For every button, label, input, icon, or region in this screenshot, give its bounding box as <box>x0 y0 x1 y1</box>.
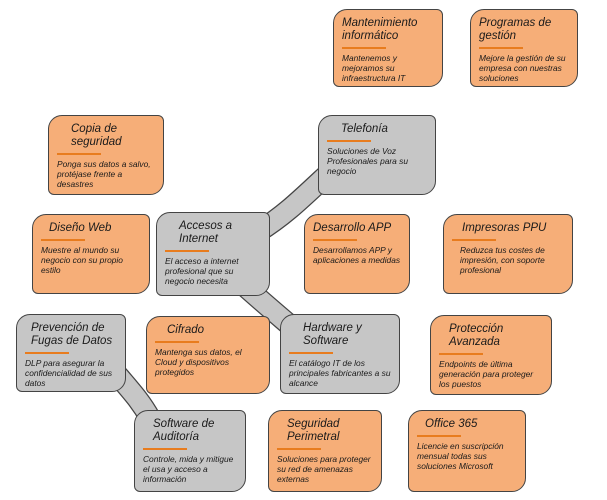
card-prevencion: Prevención de Fugas de Datos DLP para as… <box>16 314 126 392</box>
card-title: Desarrollo APP <box>313 222 392 234</box>
card-title: Office 365 <box>425 418 478 430</box>
card-hardware: Hardware y Software El catálogo IT de lo… <box>280 314 400 394</box>
card-desc: Desarrollamos APP y aplicaciones a medid… <box>313 245 401 265</box>
card-title: Protección Avanzada <box>449 323 504 348</box>
card-telefonia: Telefonía Soluciones de Voz Profesionale… <box>318 115 436 195</box>
card-desc: Mantenemos y mejoramos su infraestructur… <box>342 53 406 83</box>
card-title: Copia de seguridad <box>71 123 122 148</box>
card-title: Prevención de Fugas de Datos <box>31 322 113 347</box>
card-accent-bar <box>155 341 199 343</box>
card-accent-bar <box>41 239 85 241</box>
card-auditoria: Software de Auditoría Controle, mida y m… <box>134 410 246 492</box>
card-accent-bar <box>25 352 69 354</box>
card-programas: Programas de gestión Mejore la gestión d… <box>470 9 578 87</box>
card-desc: DLP para asegurar la confidencialidad de… <box>25 358 113 388</box>
card-title: Impresoras PPU <box>462 222 547 234</box>
card-accent-bar <box>479 47 523 49</box>
card-desc: Mantenga sus datos, el Cloud y dispositi… <box>155 347 242 377</box>
card-office: Office 365 Licencie en suscripción mensu… <box>408 410 526 492</box>
card-accent-bar <box>289 352 333 354</box>
card-proteccion: Protección Avanzada Endpoints de última … <box>430 315 552 395</box>
card-accesos: Accesos a Internet El acceso a internet … <box>156 212 270 296</box>
card-impresoras: Impresoras PPU Reduzca tus costes de imp… <box>443 214 573 294</box>
card-title: Cifrado <box>167 324 205 336</box>
card-desc: Muestre al mundo su negocio con su propi… <box>41 245 123 275</box>
card-accent-bar <box>342 47 386 49</box>
card-accent-bar <box>277 448 321 450</box>
card-diseno: Diseño Web Muestre al mundo su negocio c… <box>32 214 150 294</box>
card-title: Diseño Web <box>49 222 112 234</box>
card-seguridad: Seguridad Perimetral Soluciones para pro… <box>268 410 382 492</box>
card-desarrollo: Desarrollo APP Desarrollamos APP y aplic… <box>304 214 410 294</box>
card-desc: Controle, mida y mitigue el usa y acceso… <box>143 454 234 484</box>
card-desc: El catálogo IT de los principales fabric… <box>289 358 391 388</box>
card-accent-bar <box>439 353 483 355</box>
card-title: Mantenimiento informático <box>342 17 418 42</box>
card-accent-bar <box>165 250 209 252</box>
card-accent-bar <box>417 435 461 437</box>
card-title: Telefonía <box>341 123 388 135</box>
card-accent-bar <box>57 153 101 155</box>
card-accent-bar <box>143 448 187 450</box>
card-desc: Reduzca tus costes de impresión, con sop… <box>460 245 545 275</box>
card-title: Hardware y Software <box>303 322 362 347</box>
card-desc: Endpoints de última generación para prot… <box>439 359 534 389</box>
card-title: Software de Auditoría <box>153 418 215 443</box>
card-title: Accesos a Internet <box>179 220 233 245</box>
card-desc: Ponga sus datos a salvo, protéjase frent… <box>57 159 151 189</box>
card-accent-bar <box>452 239 496 241</box>
card-desc: Soluciones para proteger su red de amena… <box>277 454 371 484</box>
card-desc: Mejore la gestión de su empresa con nues… <box>479 53 566 83</box>
card-title: Programas de gestión <box>479 17 552 42</box>
card-title: Seguridad Perimetral <box>287 418 340 443</box>
card-accent-bar <box>327 140 371 142</box>
card-desc: Soluciones de Voz Profesionales para su … <box>327 146 409 176</box>
card-accent-bar <box>313 239 357 241</box>
card-mantenimiento: Mantenimiento informático Mantenemos y m… <box>333 9 443 87</box>
card-copia: Copia de seguridad Ponga sus datos a sal… <box>48 115 164 195</box>
card-desc: El acceso a internet profesional que su … <box>165 256 239 286</box>
card-cifrado: Cifrado Mantenga sus datos, el Cloud y d… <box>146 316 270 394</box>
card-desc: Licencie en suscripción mensual todas su… <box>417 441 504 471</box>
